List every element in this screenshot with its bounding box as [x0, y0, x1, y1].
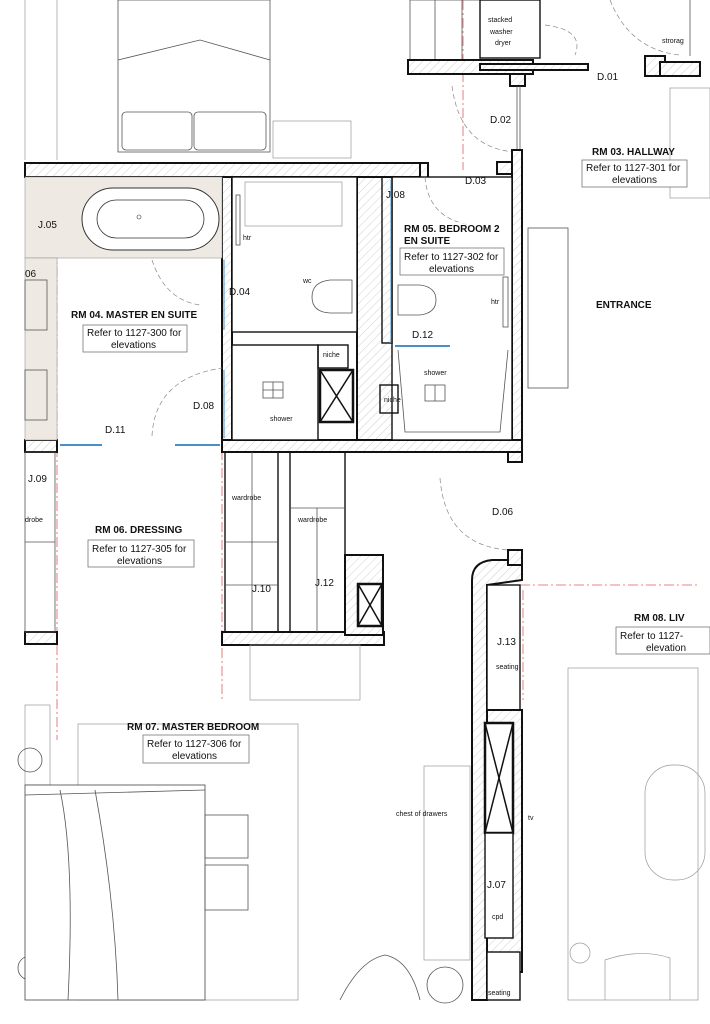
label-cpd: cpd [492, 914, 503, 921]
joinery-tag-j13: J.13 [497, 637, 516, 648]
svg-text:RM 03. HALLWAY: RM 03. HALLWAY [592, 147, 675, 158]
door-d02 [451, 85, 521, 153]
svg-text:Refer to 1127-302 for: Refer to 1127-302 for [404, 252, 499, 263]
svg-text:Refer to 1127-306 for: Refer to 1127-306 for [147, 739, 242, 750]
room-label-hallway: RM 03. HALLWAY Refer to 1127-301 for ele… [581, 147, 688, 188]
bath-zone [24, 176, 223, 441]
label-washer: washer [489, 29, 513, 36]
svg-text:Refer to 1127-: Refer to 1127- [620, 631, 683, 642]
room-label-bedroom2-ensuite: RM 05. BEDROOM 2 EN SUITE Refer to 1127-… [399, 222, 505, 276]
door-d06-swing [439, 477, 509, 551]
door-tag-d01: D.01 [597, 72, 619, 83]
door-tag-d03: D.03 [465, 176, 487, 187]
label-niche-1: niche [323, 352, 340, 359]
svg-text:elevations: elevations [172, 751, 217, 762]
svg-text:RM 04. MASTER EN SUITE: RM 04. MASTER EN SUITE [71, 310, 197, 321]
label-seating-2: seating [488, 990, 511, 997]
label-stacked: stacked [488, 17, 512, 24]
room-label-master-bedroom: RM 07. MASTER BEDROOM Refer to 1127-306 … [127, 722, 259, 764]
label-shower-1: shower [270, 416, 293, 423]
bedroom2-ensuite [379, 176, 513, 441]
joinery-tag-j12: J.12 [315, 578, 334, 589]
label-seating-1: seating [496, 664, 519, 671]
master-shower [223, 344, 355, 441]
svg-text:elevation: elevation [646, 643, 686, 654]
label-wardrobe-2: wardrobe [297, 517, 327, 524]
room-label-master-en-suite: RM 04. MASTER EN SUITE Refer to 1127-300… [71, 310, 197, 353]
svg-text:Refer to 1127-301 for: Refer to 1127-301 for [586, 163, 681, 174]
door-tag-d11: D.11 [105, 425, 126, 436]
svg-text:elevations: elevations [117, 556, 162, 567]
door-tag-d06: D.06 [492, 507, 514, 518]
label-wardrobe-1: wardrobe [231, 495, 261, 502]
label-wardrobe-partial: drobe [25, 517, 43, 524]
joinery-tag-j09: J.09 [28, 474, 47, 485]
door-tag-d02: D.02 [490, 115, 512, 126]
svg-text:RM 08. LIV: RM 08. LIV [634, 613, 685, 624]
door-tag-d12: D.12 [412, 330, 434, 341]
room-label-living: RM 08. LIV Refer to 1127- elevation [615, 613, 710, 655]
door-tags: D.01 D.02 D.03 D.04 D.06 D.08 D.11 D.12 [105, 72, 619, 518]
label-wc: wc [302, 278, 312, 285]
door-tag-d08: D.08 [193, 401, 215, 412]
joinery-tag-j06: 06 [25, 269, 37, 280]
wc-room [223, 176, 358, 333]
joinery-tag-j08: J.08 [386, 190, 405, 201]
svg-text:EN SUITE: EN SUITE [404, 236, 450, 247]
laundry-area [407, 0, 710, 199]
joinery-strip [483, 584, 523, 1001]
area-label-entrance: ENTRANCE [596, 300, 652, 311]
joinery-tag-j07: J.07 [487, 880, 506, 891]
room-label-dressing: RM 06. DRESSING Refer to 1127-305 for el… [87, 525, 195, 568]
door-tag-d04: D.04 [229, 287, 251, 298]
svg-text:RM 07. MASTER BEDROOM: RM 07. MASTER BEDROOM [127, 722, 259, 733]
svg-text:elevations: elevations [429, 264, 474, 275]
label-tv: tv [528, 815, 534, 822]
svg-text:Refer to 1127-300 for: Refer to 1127-300 for [87, 328, 182, 339]
bed-top [24, 0, 352, 160]
svg-text:RM 05. BEDROOM 2: RM 05. BEDROOM 2 [404, 224, 500, 235]
svg-text:Refer to 1127-305 for: Refer to 1127-305 for [92, 544, 187, 555]
label-storage: strorag [662, 38, 684, 45]
svg-text:elevations: elevations [612, 175, 657, 186]
dressing-wardrobes [24, 451, 384, 701]
label-htr-1: htr [243, 235, 252, 242]
label-dryer: dryer [495, 40, 512, 47]
master-bedroom-furniture [17, 704, 471, 1004]
svg-text:elevations: elevations [111, 340, 156, 351]
joinery-tag-j05: J.05 [38, 220, 57, 231]
label-htr-2: htr [491, 299, 500, 306]
joinery-tag-j10: J.10 [252, 584, 271, 595]
label-niche-2: niche [384, 397, 401, 404]
label-shower-2: shower [424, 370, 447, 377]
furniture-right [527, 227, 706, 1001]
label-chest-of-drawers: chest of drawers [396, 811, 448, 818]
joinery-tags: J.05 06 J.08 J.09 J.10 J.12 J.13 J.07 [25, 190, 516, 891]
svg-text:RM 06. DRESSING: RM 06. DRESSING [95, 525, 182, 536]
